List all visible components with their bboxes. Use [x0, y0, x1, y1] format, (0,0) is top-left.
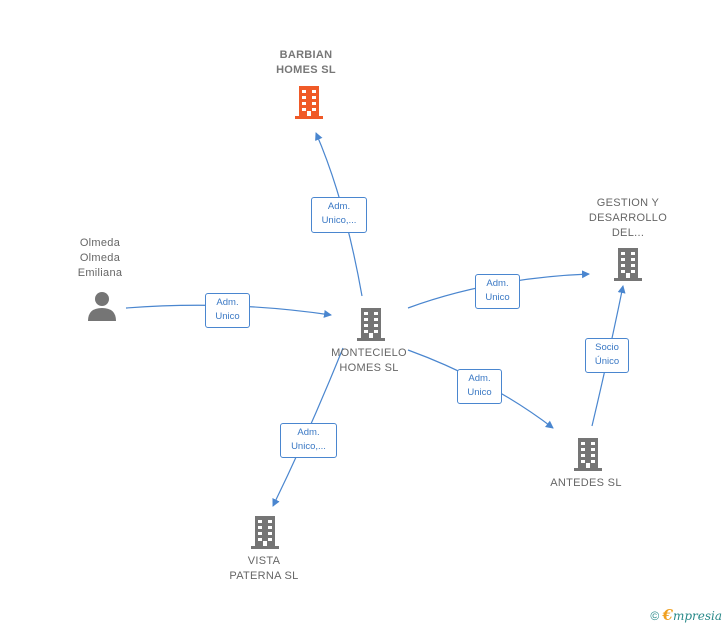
copyright-symbol: ©	[650, 609, 660, 623]
building-icon[interactable]	[249, 514, 281, 550]
node-label-gestion: GESTION Y DESARROLLO DEL...	[588, 197, 668, 239]
node-label-olmeda: Olmeda Olmeda Emiliana	[77, 237, 123, 279]
edge-label-montecielo-antedes[interactable]: Adm. Unico	[457, 369, 502, 404]
edge-label-montecielo-vista[interactable]: Adm. Unico,...	[280, 423, 337, 458]
brand-footer[interactable]: © €mpresia	[650, 606, 722, 624]
person-icon[interactable]	[86, 290, 118, 322]
edge-label-montecielo-barbian[interactable]: Adm. Unico,...	[311, 197, 367, 233]
node-label-montecielo: MONTECIELO HOMES SL	[331, 347, 407, 374]
building-icon[interactable]	[355, 306, 387, 342]
building-icon[interactable]	[293, 84, 325, 120]
building-icon[interactable]	[612, 246, 644, 282]
edge-label-olmeda-montecielo[interactable]: Adm. Unico	[205, 293, 250, 328]
building-icon[interactable]	[572, 436, 604, 472]
node-label-barbian: BARBIAN HOMES SL	[276, 49, 336, 76]
edge-label-montecielo-gestion[interactable]: Adm. Unico	[475, 274, 520, 309]
empresia-logo: €mpresia	[662, 606, 723, 624]
edge-label-antedes-gestion[interactable]: Socio Único	[585, 338, 629, 373]
node-label-antedes: ANTEDES SL	[550, 477, 622, 489]
node-label-vista: VISTA PATERNA SL	[229, 555, 299, 582]
